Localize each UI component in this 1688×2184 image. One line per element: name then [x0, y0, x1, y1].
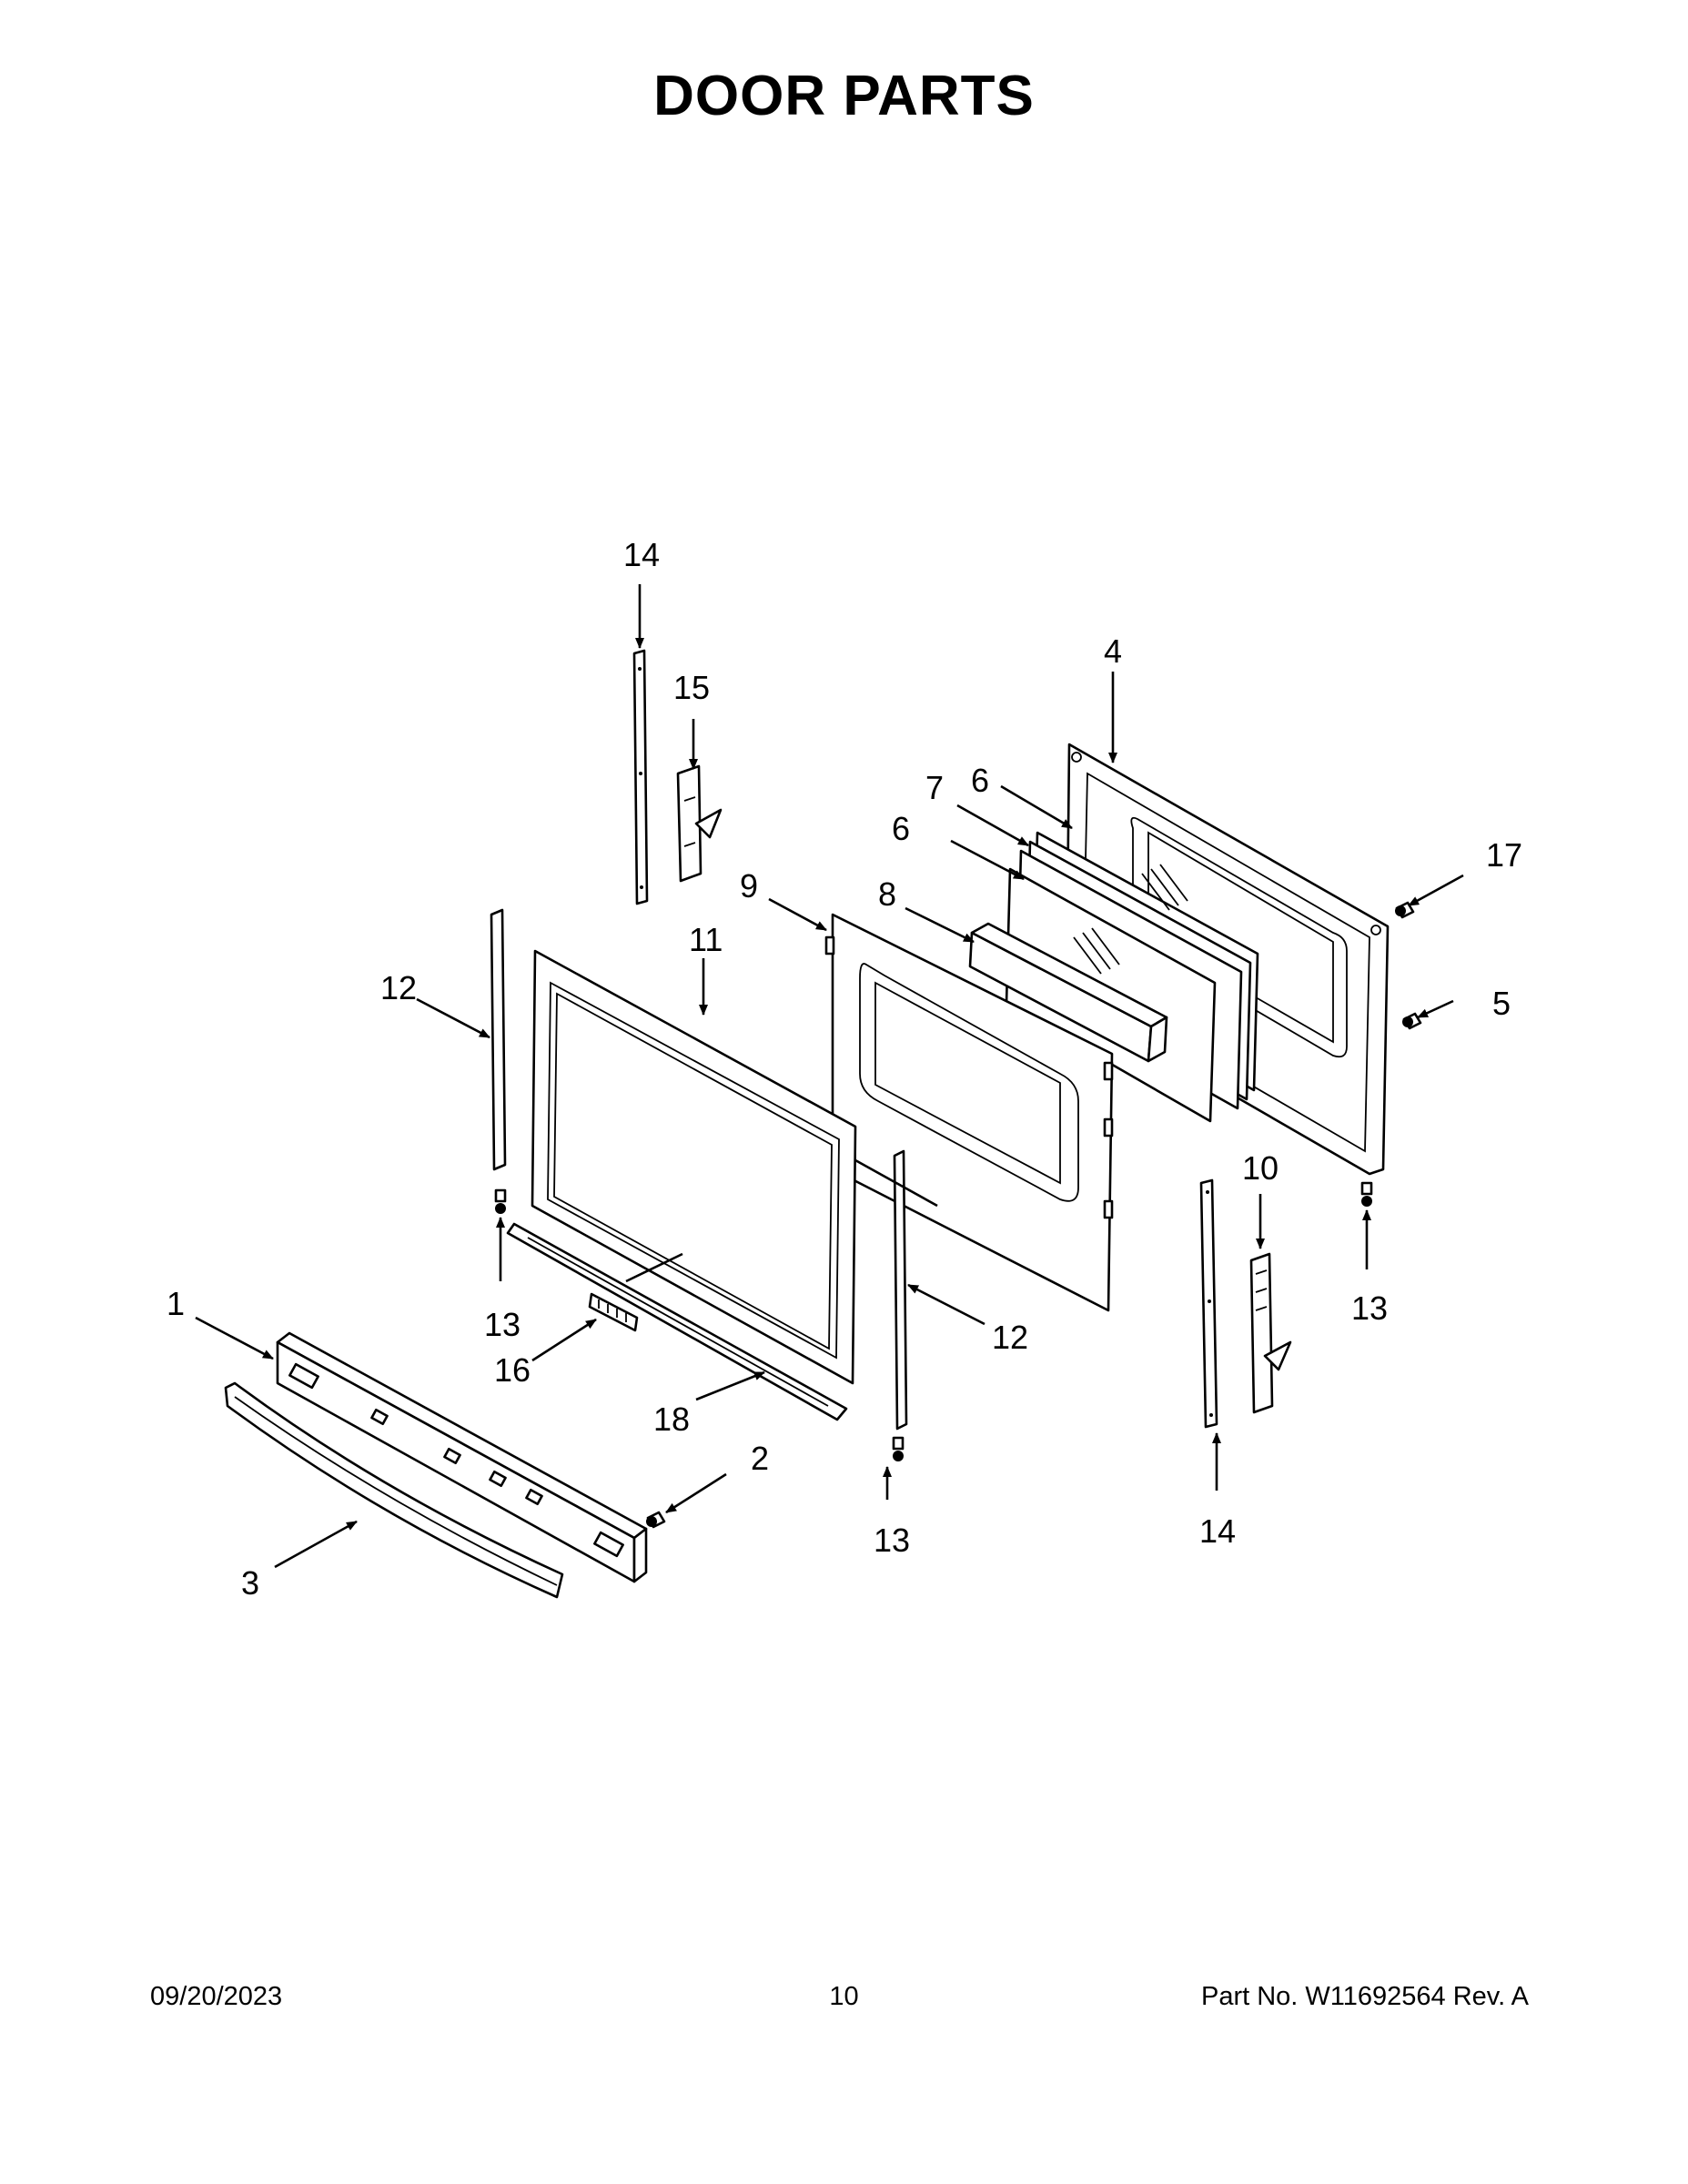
- callout-8: 8: [878, 875, 896, 913]
- handle-trim: [276, 1331, 648, 1583]
- door-clip: [588, 1292, 639, 1332]
- inner-door-liner: [824, 913, 1114, 1312]
- door-handle: [224, 1381, 564, 1599]
- side-trim-left: [490, 908, 507, 1171]
- screw-2: [646, 1511, 666, 1529]
- bottom-vent-trim: [506, 1222, 848, 1421]
- callout-18: 18: [653, 1400, 690, 1438]
- callout-5: 5: [1492, 985, 1511, 1022]
- callout-12-left: 12: [380, 969, 417, 1006]
- callout-13-middle: 13: [874, 1522, 910, 1559]
- door-frame-glass: [531, 949, 857, 1385]
- insulation-block: [968, 922, 1168, 1063]
- hinge-bottom: [1249, 1252, 1292, 1414]
- screw-13a: [494, 1188, 507, 1214]
- footer-part-number: Part No. W11692564 Rev. A: [1200, 1982, 1529, 2011]
- screw-17: [1395, 901, 1415, 919]
- callout-14-bottom: 14: [1199, 1512, 1236, 1550]
- side-trim-right: [893, 1149, 908, 1431]
- callout-14-top: 14: [623, 536, 660, 573]
- callout-4: 4: [1104, 632, 1122, 670]
- callout-7: 7: [925, 769, 944, 806]
- callout-9: 9: [740, 867, 758, 905]
- footer-date: 09/20/2023: [150, 1982, 283, 2011]
- callout-11: 11: [689, 921, 723, 958]
- callout-17: 17: [1486, 836, 1522, 874]
- callout-6-upper: 6: [971, 762, 989, 799]
- screw-5: [1402, 1012, 1422, 1030]
- callout-13-left: 13: [484, 1306, 521, 1343]
- hinge-top: [676, 764, 723, 883]
- callout-6-lower: 6: [892, 810, 910, 847]
- callout-3: 3: [241, 1564, 259, 1602]
- callout-12-right: 12: [992, 1319, 1028, 1356]
- screw-13b: [892, 1436, 905, 1461]
- hinge-bracket-bottom: [1199, 1178, 1218, 1429]
- callout-2: 2: [751, 1440, 769, 1477]
- footer-page-number: 10: [829, 1982, 859, 2011]
- hinge-bracket-top: [632, 649, 649, 905]
- page-title: DOOR PARTS: [653, 65, 1035, 127]
- leader-arrows: [195, 584, 1464, 1569]
- screw-13c: [1360, 1181, 1373, 1207]
- callout-10: 10: [1242, 1149, 1279, 1187]
- callout-labels: 1 2 3 4 5 6 6 7 8 9 10 11 12 12 13 13 13…: [167, 536, 1522, 1602]
- callout-16: 16: [494, 1351, 531, 1389]
- callout-1: 1: [167, 1285, 185, 1322]
- callout-15: 15: [673, 669, 710, 706]
- callout-13-right: 13: [1351, 1289, 1388, 1327]
